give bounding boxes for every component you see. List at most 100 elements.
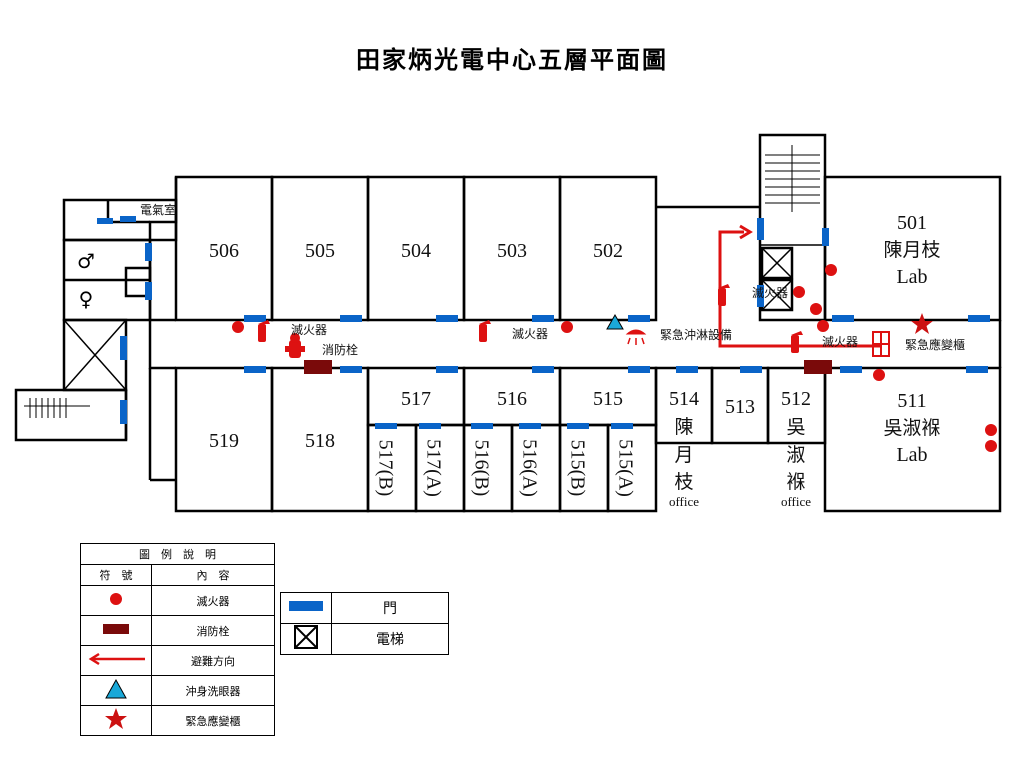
legend-label: 避難方向 [151, 645, 275, 676]
legend-label: 緊急應變櫃 [151, 705, 275, 736]
red-dot-icon [110, 593, 122, 605]
extinguisher-marker [817, 320, 829, 332]
door-icon [471, 423, 493, 429]
room-517-label: 517 [401, 388, 431, 410]
door-icon [628, 315, 650, 322]
door-icon [340, 315, 362, 322]
room-516a-label: 516(A) [518, 439, 540, 497]
door-icon [519, 423, 541, 429]
room-512-owner-1: 吳 [786, 416, 805, 438]
door-icon [757, 218, 764, 240]
extinguisher-marker [825, 264, 837, 276]
door-icon [419, 423, 441, 429]
door-icon [120, 336, 127, 360]
door-icon [611, 423, 633, 429]
room-515a-label: 515(A) [614, 439, 636, 497]
room-501-type: Lab [896, 266, 927, 288]
door-icon [340, 366, 362, 373]
shower-icon [625, 329, 647, 345]
room-514-owner-2: 月 [674, 444, 693, 466]
door-icon [840, 366, 862, 373]
door-icon [145, 243, 152, 261]
room-512-owner-2: 淑 [786, 444, 805, 466]
door-icon [628, 366, 650, 373]
extinguisher-dots [232, 264, 997, 452]
electrical-room-label: 電氣室 [140, 202, 176, 217]
male-restroom-icon: ♂ [77, 249, 95, 273]
room-512-type: office [781, 494, 811, 509]
room-516-label: 516 [497, 388, 527, 410]
room-504-label: 504 [401, 240, 431, 262]
legend-label: 門 [331, 592, 449, 624]
room-512-label: 512 [781, 388, 811, 410]
room-502-outline [558, 175, 658, 322]
legend-label: 消防栓 [151, 615, 275, 646]
eyewash-triangle-icon [606, 313, 624, 330]
legend-table-2: 門 電梯 [280, 592, 449, 655]
legend-label: 沖身洗眼器 [151, 675, 275, 706]
legend-symbol-header: 符 號 [80, 564, 152, 586]
room-501-label: 501 [897, 212, 927, 234]
shower-label: 緊急沖淋設備 [660, 327, 732, 342]
legend-label: 滅火器 [151, 585, 275, 616]
door-icon [120, 216, 136, 222]
door-icon [532, 315, 554, 322]
door-icon [676, 366, 698, 373]
east-elevators [760, 246, 794, 312]
door-icon [436, 315, 458, 322]
door-icon [822, 228, 829, 246]
room-519-label: 519 [209, 430, 239, 452]
room-514-owner-3: 枝 [674, 471, 693, 493]
room-511-owner: 吳淑褓 [883, 417, 940, 439]
door-icon [244, 315, 266, 322]
red-star-icon [105, 708, 127, 729]
red-arrow-icon [88, 652, 145, 666]
door-icon [120, 400, 127, 424]
legend-row: 消防栓 [80, 615, 275, 646]
legend-row: 沖身洗眼器 [80, 675, 275, 706]
extinguisher-label-1: 滅火器 [291, 323, 327, 337]
door-icon [97, 218, 113, 224]
room-501-owner: 陳月枝 [883, 239, 940, 261]
legend-row: 門 [280, 592, 449, 624]
extinguisher-marker [793, 286, 805, 298]
room-514-type: office [669, 494, 699, 509]
room-514-owner-1: 陳 [674, 416, 693, 438]
room-511-outline [823, 366, 1002, 513]
extinguisher-label-2: 滅火器 [512, 327, 548, 341]
west-stair [14, 388, 128, 442]
room-512-owner-3: 褓 [786, 471, 805, 493]
extinguisher-marker [561, 321, 573, 333]
extinguisher-marker [810, 303, 822, 315]
door-icon [832, 315, 854, 322]
room-502-label: 502 [593, 240, 623, 262]
room-511-label: 511 [897, 390, 926, 412]
door-icon [968, 315, 990, 322]
legend-table: 圖 例 說 明 符 號 內 容 滅火器 消防栓 避難方向 沖身洗眼器 緊急應變櫃 [80, 543, 275, 736]
hydrant-bar-icon [103, 624, 129, 634]
west-stair-treads [24, 398, 90, 418]
room-517b-label: 517(B) [374, 440, 396, 497]
room-516b-label: 516(B) [470, 440, 492, 497]
extinguisher-label-3: 滅火器 [752, 286, 788, 300]
extinguisher-icons [258, 284, 803, 353]
room-517a-label: 517(A) [422, 439, 444, 497]
map-title: 田家炳光電中心五層平面圖 [356, 45, 668, 74]
room-503-label: 503 [497, 240, 527, 262]
room-506-label: 506 [209, 240, 239, 262]
extinguisher-marker [873, 369, 885, 381]
door-icon [532, 366, 554, 373]
door-icon [244, 366, 266, 373]
legend-row: 避難方向 [80, 645, 275, 676]
legend-row: 緊急應變櫃 [80, 705, 275, 736]
legend-title: 圖 例 說 明 [80, 543, 275, 565]
room-515b-label: 515(B) [566, 440, 588, 497]
door-icon [145, 282, 152, 300]
room-505-label: 505 [305, 240, 335, 262]
room-518-label: 518 [305, 430, 335, 452]
fire-hydrant-marker [804, 360, 832, 374]
room-513-label: 513 [725, 396, 755, 418]
elevator-icon [294, 625, 318, 649]
evacuation-route [718, 224, 882, 348]
